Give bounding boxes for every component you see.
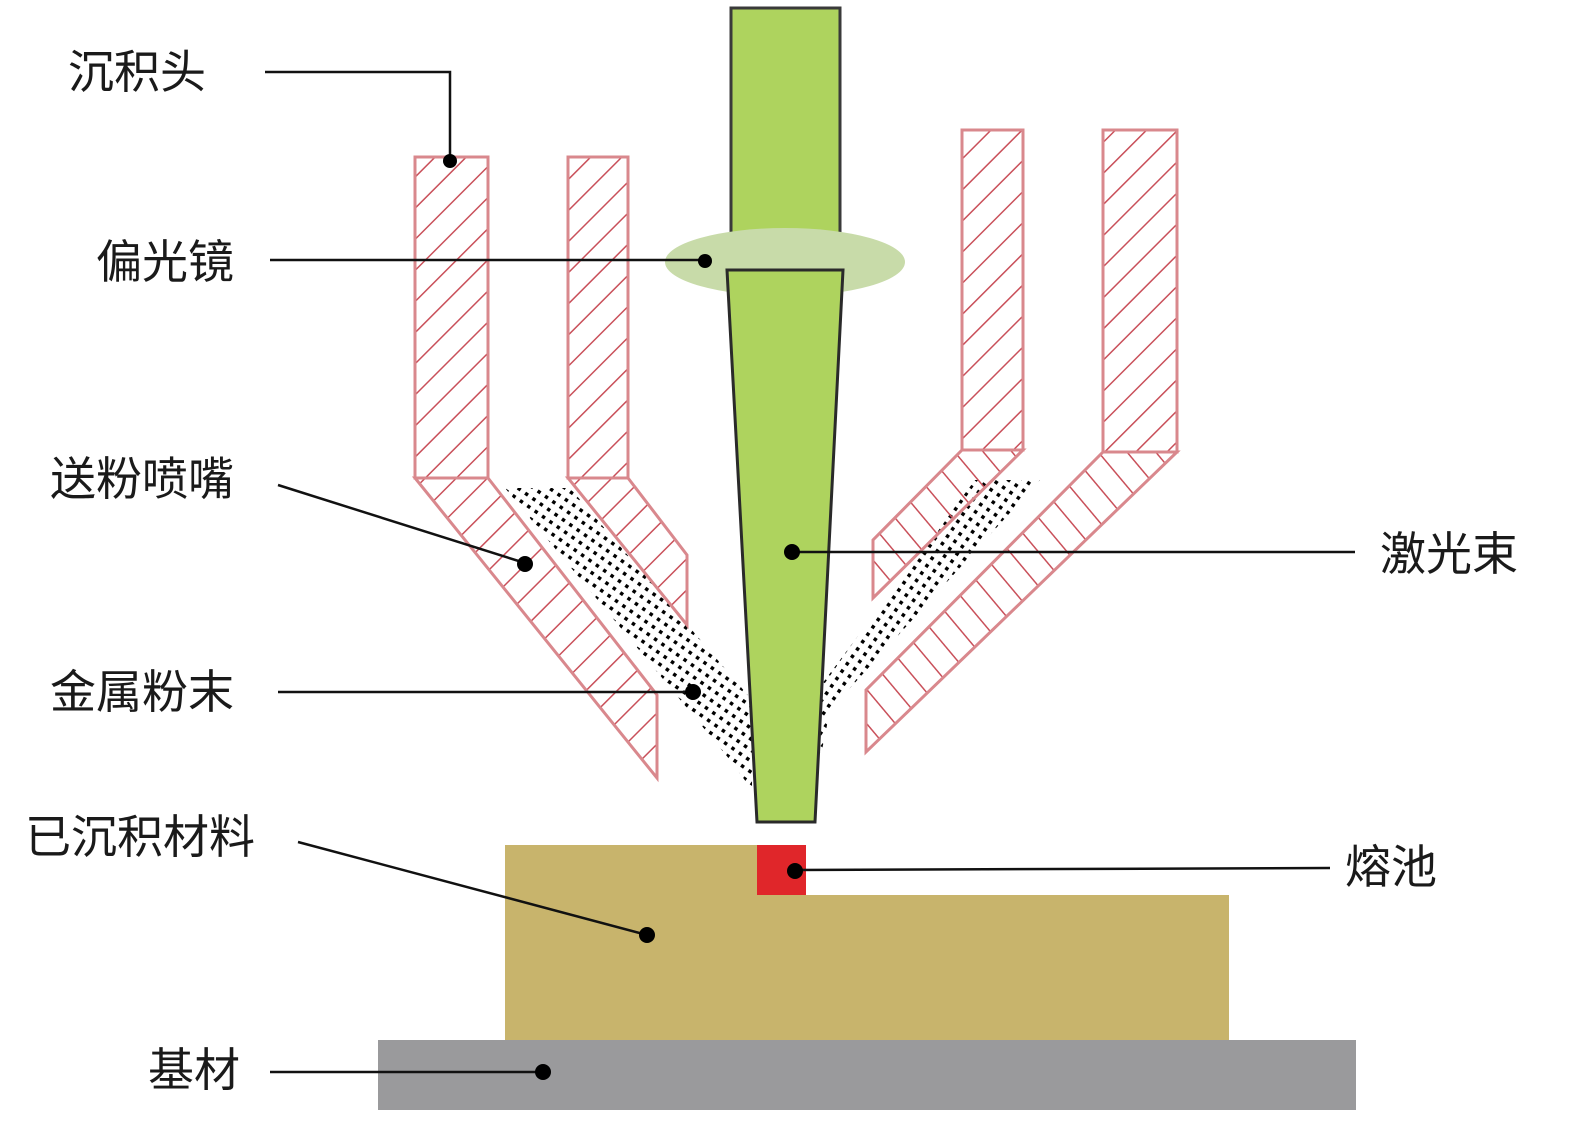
- substrate: [378, 1040, 1356, 1110]
- label-polarizer: 偏光镜: [96, 235, 234, 289]
- label-laser-beam: 激光束: [1380, 527, 1518, 581]
- leader-deposition-head: [265, 70, 452, 160]
- leader-melt-pool: [794, 866, 1331, 872]
- powder-nozzle-right-outer: [864, 128, 1181, 756]
- leader-powder-nozzle: [277, 483, 526, 565]
- powder-nozzle-left-inner: [564, 155, 689, 630]
- laser-beam-upper: [729, 6, 842, 240]
- deposited-material-lower: [505, 895, 1229, 1040]
- leader-deposited-material: [297, 840, 648, 937]
- powder-nozzle-right-inner: [871, 128, 1027, 602]
- laser-beam: [725, 268, 845, 824]
- label-metal-powder: 金属粉末: [50, 665, 234, 719]
- polarizer-lens: [665, 228, 905, 296]
- label-substrate: 基材: [148, 1043, 240, 1097]
- powder-nozzle-left-outer: [411, 155, 659, 783]
- label-deposited-material: 已沉积材料: [25, 810, 255, 864]
- label-deposition-head: 沉积头: [68, 45, 206, 99]
- label-powder-nozzle: 送粉喷嘴: [50, 452, 234, 506]
- label-melt-pool: 熔池: [1345, 840, 1437, 894]
- deposited-material-upper: [505, 845, 757, 895]
